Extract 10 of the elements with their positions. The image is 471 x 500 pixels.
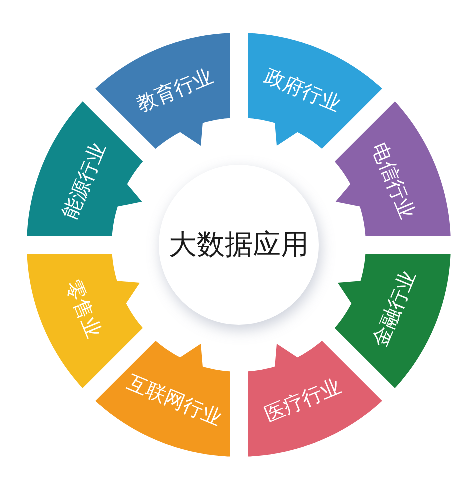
industry-label: 零售业 xyxy=(63,278,104,341)
industry-label: 互联网行业 xyxy=(124,372,225,429)
industry-label: 电信行业 xyxy=(370,140,419,222)
ring-segment xyxy=(95,340,231,457)
industry-label: 教育行业 xyxy=(134,65,216,114)
industry-label: 政府行业 xyxy=(262,65,344,114)
industry-label: 能源行业 xyxy=(59,140,108,222)
hub-title: 大数据应用 xyxy=(169,231,309,259)
industry-label: 金融行业 xyxy=(370,268,419,350)
industry-label: 医疗行业 xyxy=(262,376,344,425)
